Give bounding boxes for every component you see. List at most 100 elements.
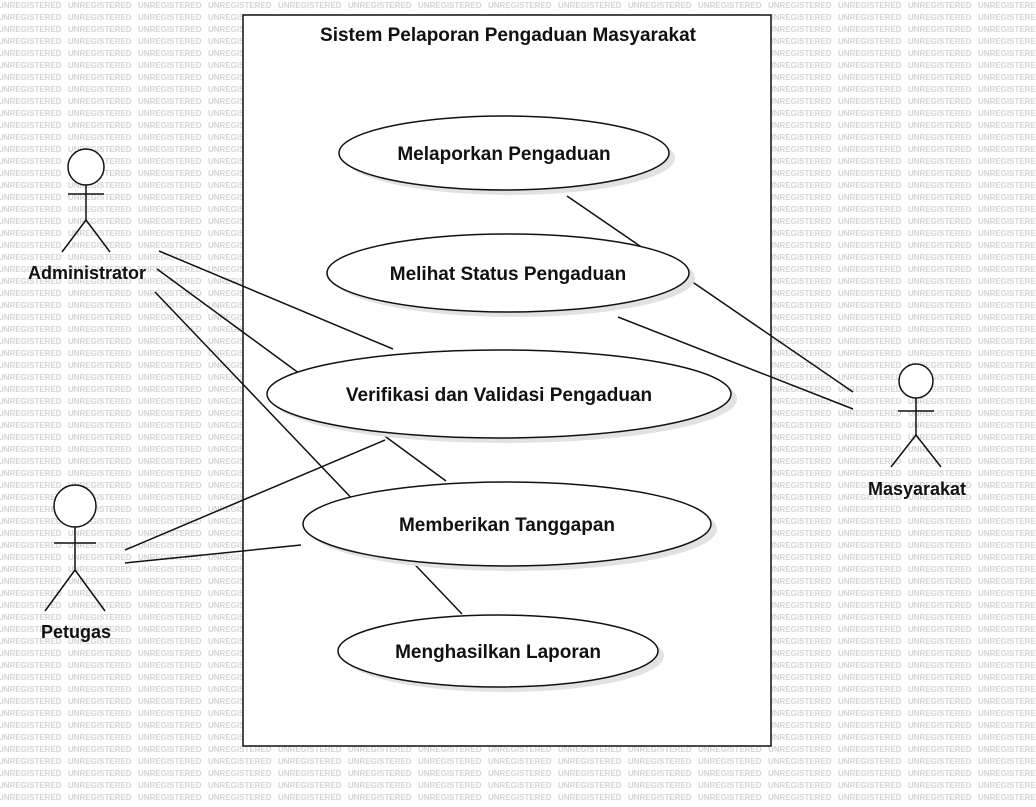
watermark-text: UNREGISTERED xyxy=(978,781,1036,790)
watermark-text: UNREGISTERED xyxy=(838,97,902,106)
watermark-text: UNREGISTERED xyxy=(908,1,972,10)
watermark-text: UNREGISTERED xyxy=(488,757,552,766)
watermark-text: UNREGISTERED xyxy=(768,769,832,778)
watermark-text: UNREGISTERED xyxy=(838,301,902,310)
watermark-text: UNREGISTERED xyxy=(978,601,1036,610)
watermark-text: UNREGISTERED xyxy=(558,757,622,766)
watermark-text: UNREGISTERED xyxy=(0,661,62,670)
use-case-melihat-status-pengaduan[interactable]: Melihat Status Pengaduan xyxy=(326,233,695,317)
watermark-text: UNREGISTERED xyxy=(138,37,202,46)
watermark-text: UNREGISTERED xyxy=(68,673,132,682)
watermark-text: UNREGISTERED xyxy=(138,289,202,298)
stick-figure-icon xyxy=(890,363,942,468)
use-case-memberikan-tanggapan[interactable]: Memberikan Tanggapan xyxy=(302,481,717,571)
use-case-label: Memberikan Tanggapan xyxy=(399,515,615,536)
association-masyarakat-melihat-status[interactable] xyxy=(617,316,854,410)
watermark-text: UNREGISTERED xyxy=(68,385,132,394)
watermark-text: UNREGISTERED xyxy=(348,757,412,766)
watermark-text: UNREGISTERED xyxy=(68,685,132,694)
watermark-text: UNREGISTERED xyxy=(0,493,62,502)
watermark-text: UNREGISTERED xyxy=(0,433,62,442)
watermark-text: UNREGISTERED xyxy=(628,745,692,754)
watermark-text: UNREGISTERED xyxy=(838,637,902,646)
watermark-text: UNREGISTERED xyxy=(0,121,62,130)
watermark-text: UNREGISTERED xyxy=(138,493,202,502)
watermark-text: UNREGISTERED xyxy=(0,601,62,610)
watermark-text: UNREGISTERED xyxy=(768,289,832,298)
watermark-text: UNREGISTERED xyxy=(978,169,1036,178)
watermark-text: UNREGISTERED xyxy=(0,241,62,250)
watermark-text: UNREGISTERED xyxy=(768,745,832,754)
watermark-text: UNREGISTERED xyxy=(908,253,972,262)
watermark-text: UNREGISTERED xyxy=(768,193,832,202)
watermark-text: UNREGISTERED xyxy=(908,361,972,370)
watermark-text: UNREGISTERED xyxy=(908,277,972,286)
watermark-text: UNREGISTERED xyxy=(838,133,902,142)
watermark-text: UNREGISTERED xyxy=(768,97,832,106)
watermark-text: UNREGISTERED xyxy=(768,157,832,166)
use-case-verifikasi-validasi[interactable]: Verifikasi dan Validasi Pengaduan xyxy=(266,349,737,443)
watermark-text: UNREGISTERED xyxy=(0,265,62,274)
watermark-text: UNREGISTERED xyxy=(978,541,1036,550)
watermark-text: UNREGISTERED xyxy=(908,697,972,706)
watermark-text: UNREGISTERED xyxy=(558,793,622,802)
watermark-text: UNREGISTERED xyxy=(138,265,202,274)
watermark-text: UNREGISTERED xyxy=(208,217,272,226)
watermark-text: UNREGISTERED xyxy=(908,337,972,346)
watermark-text: UNREGISTERED xyxy=(0,469,62,478)
watermark-text: UNREGISTERED xyxy=(768,145,832,154)
watermark-text: UNREGISTERED xyxy=(768,625,832,634)
watermark-text: UNREGISTERED xyxy=(138,169,202,178)
association-admin-verifikasi[interactable] xyxy=(158,250,394,350)
use-case-label: Melihat Status Pengaduan xyxy=(390,264,626,285)
watermark-text: UNREGISTERED xyxy=(908,469,972,478)
actor-petugas[interactable]: Petugas xyxy=(41,484,111,642)
association-petugas-tanggapan[interactable] xyxy=(124,544,302,564)
watermark-text: UNREGISTERED xyxy=(0,541,62,550)
watermark-text: UNREGISTERED xyxy=(0,721,62,730)
watermark-text: UNREGISTERED xyxy=(908,217,972,226)
watermark-text: UNREGISTERED xyxy=(0,553,62,562)
watermark-text: UNREGISTERED xyxy=(138,61,202,70)
watermark-text: UNREGISTERED xyxy=(908,397,972,406)
watermark-text: UNREGISTERED xyxy=(838,505,902,514)
watermark-text: UNREGISTERED xyxy=(908,229,972,238)
actor-administrator[interactable]: Administrator xyxy=(28,148,146,283)
watermark-text: UNREGISTERED xyxy=(978,397,1036,406)
watermark-text: UNREGISTERED xyxy=(0,133,62,142)
watermark-text: UNREGISTERED xyxy=(838,601,902,610)
watermark-text: UNREGISTERED xyxy=(138,445,202,454)
watermark-text: UNREGISTERED xyxy=(0,229,62,238)
watermark-text: UNREGISTERED xyxy=(138,397,202,406)
watermark-text: UNREGISTERED xyxy=(208,769,272,778)
watermark-text: UNREGISTERED xyxy=(208,385,272,394)
watermark-text: UNREGISTERED xyxy=(208,529,272,538)
watermark-text: UNREGISTERED xyxy=(68,241,132,250)
watermark-text: UNREGISTERED xyxy=(838,565,902,574)
watermark-text: UNREGISTERED xyxy=(0,61,62,70)
watermark-text: UNREGISTERED xyxy=(838,241,902,250)
watermark-text: UNREGISTERED xyxy=(768,673,832,682)
watermark-text: UNREGISTERED xyxy=(838,661,902,670)
watermark-text: UNREGISTERED xyxy=(978,517,1036,526)
watermark-text: UNREGISTERED xyxy=(978,565,1036,574)
watermark-text: UNREGISTERED xyxy=(978,25,1036,34)
watermark-text: UNREGISTERED xyxy=(768,661,832,670)
watermark-text: UNREGISTERED xyxy=(68,721,132,730)
watermark-text: UNREGISTERED xyxy=(208,553,272,562)
watermark-text: UNREGISTERED xyxy=(908,793,972,802)
watermark-text: UNREGISTERED xyxy=(838,613,902,622)
watermark-text: UNREGISTERED xyxy=(208,469,272,478)
association-masyarakat-melaporkan[interactable] xyxy=(566,195,854,393)
watermark-text: UNREGISTERED xyxy=(138,349,202,358)
watermark-text: UNREGISTERED xyxy=(0,145,62,154)
use-case-melaporkan-pengaduan[interactable]: Melaporkan Pengaduan xyxy=(338,115,675,195)
watermark-text: UNREGISTERED xyxy=(68,781,132,790)
use-case-label: Melaporkan Pengaduan xyxy=(397,144,610,165)
actor-masyarakat[interactable]: Masyarakat xyxy=(868,363,966,499)
watermark-text: UNREGISTERED xyxy=(208,373,272,382)
use-case-menghasilkan-laporan[interactable]: Menghasilkan Laporan xyxy=(337,614,664,692)
watermark-text: UNREGISTERED xyxy=(0,301,62,310)
association-petugas-verifikasi[interactable] xyxy=(124,439,386,551)
watermark-text: UNREGISTERED xyxy=(138,337,202,346)
